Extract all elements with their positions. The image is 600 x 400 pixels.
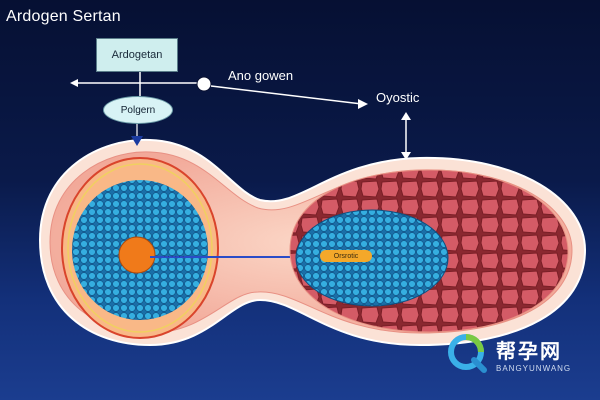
nucleus-left xyxy=(118,236,156,274)
right-follicle xyxy=(289,169,569,333)
q-logo-icon xyxy=(448,334,487,373)
target-label: Oyostic xyxy=(376,90,420,105)
left-follicle xyxy=(61,157,219,339)
watermark-sub: BANGYUNWANG xyxy=(496,364,572,373)
oval-label: Polgern xyxy=(103,96,173,124)
arrows xyxy=(70,72,411,160)
arrow-label: Ano gowen xyxy=(228,68,294,83)
small-tag: · · · · · · xyxy=(163,254,185,260)
box-label: Ardogetan xyxy=(96,38,178,72)
node-circle xyxy=(196,76,212,92)
watermark-main: 帮孕网 xyxy=(496,339,562,363)
watermark: 帮孕网 BANGYUNWANG xyxy=(446,330,596,378)
inner-tag: Orsrotic xyxy=(320,250,372,262)
diagram-title: Ardogen Sertan xyxy=(6,8,121,25)
